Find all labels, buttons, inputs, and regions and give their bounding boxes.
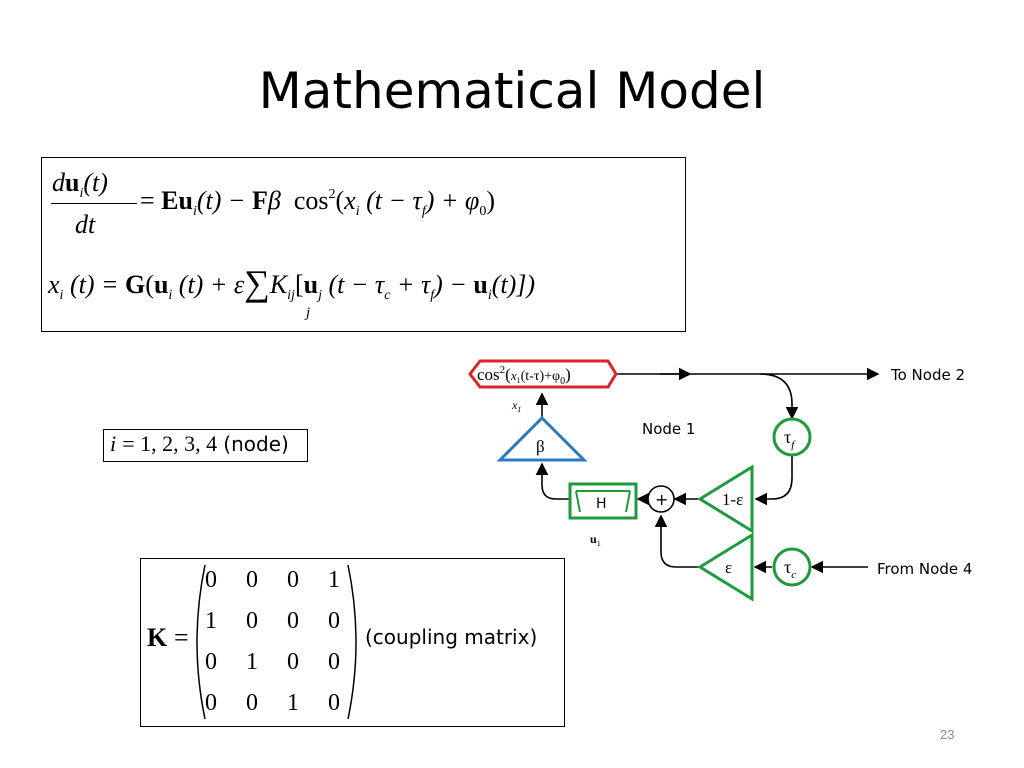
matrix-cell: 0 (205, 649, 217, 675)
tau-c-label: τc (784, 557, 796, 581)
gain-one-minus-eps-block (697, 464, 754, 534)
tau-f-label: τf (784, 427, 796, 451)
matrix-cell: 0 (328, 649, 340, 675)
matrix-cell: 1 (328, 567, 340, 593)
delay-tau-c-block (772, 547, 812, 587)
one-minus-eps-label: 1-ε (722, 490, 743, 509)
index-values: = 1, 2, 3, 4 (122, 431, 218, 456)
matrix-cell: 0 (287, 567, 299, 593)
matrix-equals: = (174, 623, 189, 652)
sum-index: j (306, 305, 311, 321)
eps-label: ε (725, 558, 732, 577)
filter-h-block (568, 482, 638, 520)
delay-tau-f-block (772, 417, 812, 457)
nonlinearity-block (468, 359, 618, 389)
plus-label: + (655, 490, 668, 509)
from-node-label: From Node 4 (877, 560, 972, 578)
equations-box: dui(t) dt = Eui(t) − Fβ cos2(xi (t − τf)… (41, 157, 686, 332)
page-number: 23 (940, 727, 955, 742)
matrix-cell: 1 (246, 649, 258, 675)
node-index-box: i = 1, 2, 3, 4 (node) (103, 429, 308, 462)
to-node-label: To Node 2 (890, 366, 965, 384)
u1-label: u1 (590, 532, 601, 548)
slide-title: Mathematical Model (258, 62, 766, 120)
index-variable: i (110, 431, 117, 456)
nonlinearity-label: cos2(x1(t-τ)+φ0) (477, 364, 571, 387)
matrix-cell: 0 (205, 690, 217, 716)
matrix-cell: 1 (287, 690, 299, 716)
x1-label: x1 (511, 398, 521, 414)
matrix-cell: 0 (246, 567, 258, 593)
derivative-denominator: dt (75, 210, 96, 239)
fraction-bar (51, 203, 137, 204)
h-label: H (596, 496, 607, 512)
matrix-cell: 0 (205, 567, 217, 593)
gain-beta-block (496, 415, 588, 462)
index-label: (node) (223, 432, 289, 456)
matrix-cell: 0 (246, 690, 258, 716)
matrix-cell: 0 (246, 608, 258, 634)
matrix-cell: 0 (287, 649, 299, 675)
node-label: Node 1 (642, 420, 695, 438)
matrix-cell: 0 (328, 690, 340, 716)
matrix-cell: 0 (287, 608, 299, 634)
sum-junction (647, 485, 675, 513)
equation-1-rhs: = Eui(t) − Fβ cos2(xi (t − τf) + φ0) (140, 186, 495, 219)
matrix-brackets (196, 564, 357, 720)
beta-label: β (536, 437, 545, 456)
matrix-symbol: K (147, 623, 168, 652)
derivative-numerator: dui(t) (52, 168, 108, 201)
coupling-label: (coupling matrix) (365, 625, 538, 649)
matrix-cell: 1 (205, 608, 217, 634)
matrix-cell: 0 (328, 608, 340, 634)
gain-eps-block (697, 532, 754, 602)
coupling-matrix-box: K = 0 0 0 1 1 0 0 0 0 1 0 0 0 0 1 0 (coupling matrix) (140, 558, 565, 727)
equation-2: xi (t) = G(ui (t) + ε∑Kij[uj (t − τc + τ… (48, 263, 536, 303)
